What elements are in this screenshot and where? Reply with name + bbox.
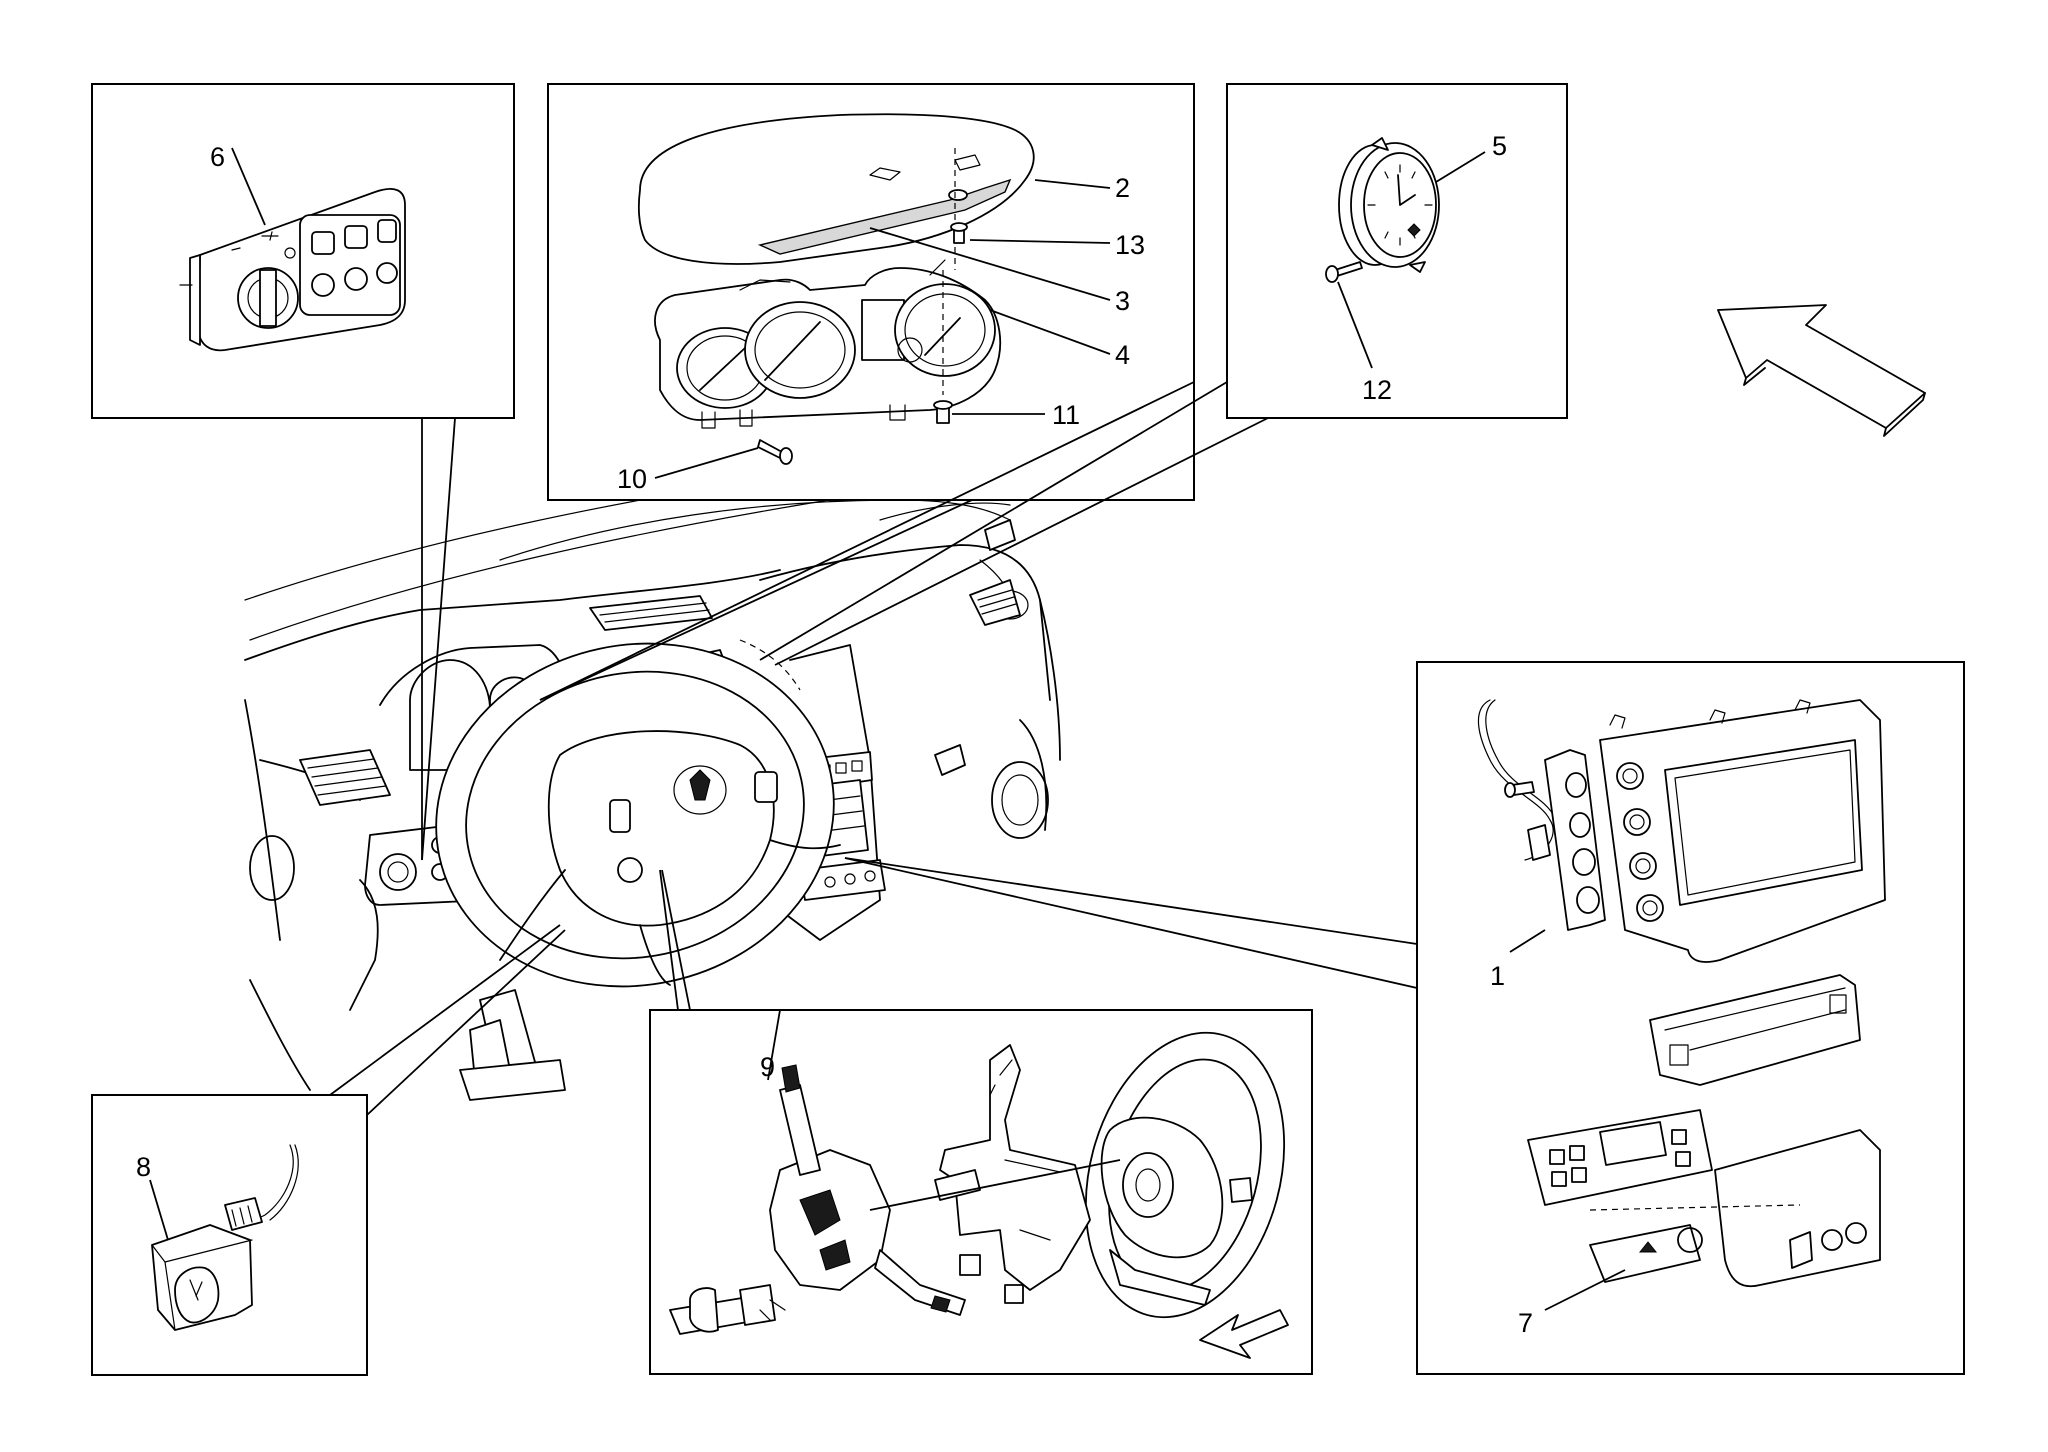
- callout-4: 4: [1115, 340, 1130, 370]
- box-steering-column: 9: [649, 1009, 1313, 1375]
- callout-7: 7: [1518, 1308, 1533, 1338]
- callout-13: 13: [1115, 230, 1145, 260]
- callout-1: 1: [1490, 961, 1505, 991]
- box-light-switch: 6: [91, 83, 515, 419]
- callout-5: 5: [1492, 131, 1507, 161]
- callout-10: 10: [617, 464, 647, 494]
- callout-3: 3: [1115, 286, 1130, 316]
- direction-arrow-small-icon: [1199, 1309, 1289, 1359]
- callout-9: 9: [760, 1052, 775, 1082]
- callout-11: 11: [1052, 400, 1080, 430]
- connector-lines: [329, 381, 1418, 1116]
- box-instrument-cluster: 2 13 3 4 11 10: [547, 83, 1195, 501]
- callout-2: 2: [1115, 173, 1130, 203]
- box-clock: 5 12: [1226, 83, 1568, 419]
- callout-6: 6: [210, 142, 225, 172]
- callout-8: 8: [136, 1152, 151, 1182]
- box-console-controls: 1 7: [1416, 661, 1965, 1375]
- box-mirror-switch: 8: [91, 1094, 368, 1376]
- dashboard-overview: [244, 461, 1061, 1101]
- callout-12: 12: [1362, 375, 1392, 405]
- direction-arrow-icon: [1717, 304, 1926, 429]
